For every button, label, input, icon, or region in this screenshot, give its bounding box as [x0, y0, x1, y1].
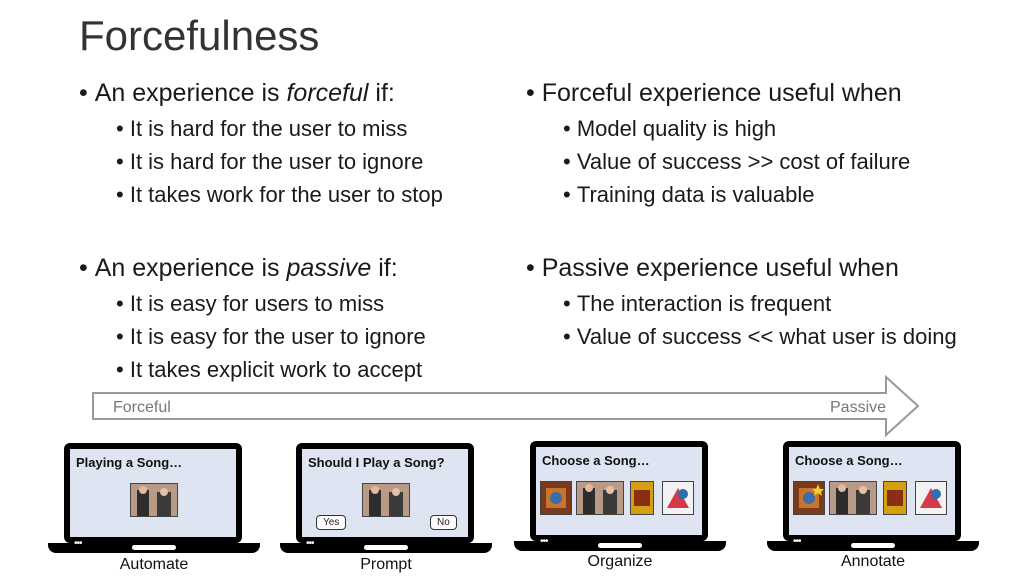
song-thumbnail-icon — [362, 483, 410, 517]
song-thumbnail-icon — [130, 483, 178, 517]
laptop-automate: Playing a Song… ••• — [48, 443, 260, 571]
sub-bullet: • Value of success >> cost of failure — [563, 149, 911, 174]
arrow-label-forceful: Forceful — [113, 399, 171, 416]
laptop-prompt: Should I Play a Song? Yes No ••• — [280, 443, 492, 571]
laptop-leds: ••• — [306, 538, 314, 549]
caption-organize: Organize — [587, 553, 653, 570]
album-art-icon — [662, 481, 694, 515]
bullet-forceful-useful: • Forceful experience useful when — [526, 79, 902, 107]
bullet-passive-useful: • Passive experience useful when — [526, 254, 899, 282]
bullet-passive-definition: • An experience is passive if: — [79, 254, 398, 282]
album-art-icon — [540, 481, 572, 515]
bullet-forceful-definition: • An experience is forceful if: — [79, 79, 395, 107]
sub-bullet: • It is easy for the user to ignore — [116, 324, 426, 349]
bullet-dot: • — [79, 79, 95, 107]
arrow-label-passive: Passive — [830, 399, 887, 416]
laptop-organize: Choose a Song… ••• — [514, 441, 726, 569]
laptop-screen: Playing a Song… — [64, 443, 242, 543]
bullet-dot: • — [79, 254, 95, 282]
caption-automate: Automate — [119, 556, 189, 573]
caption-annotate: Annotate — [840, 553, 906, 570]
screen-title: Choose a Song… — [795, 453, 903, 468]
laptop-screen: Choose a Song… — [530, 441, 708, 541]
slide-title: Forcefulness — [79, 12, 320, 59]
screen-title: Playing a Song… — [76, 455, 183, 470]
sub-bullet: • Model quality is high — [563, 116, 777, 141]
sub-bullet: • It takes explicit work to accept — [116, 357, 423, 382]
yes-button[interactable]: Yes — [316, 515, 347, 530]
song-thumbnail-icon — [576, 481, 624, 515]
album-art-icon — [630, 481, 654, 515]
sub-bullet: • It is easy for users to miss — [116, 291, 385, 316]
sub-bullet: • It takes work for the user to stop — [116, 182, 443, 207]
laptop-screen: Choose a Song… — [783, 441, 961, 541]
sub-bullet: • It is hard for the user to miss — [116, 116, 408, 141]
album-art-icon — [883, 481, 907, 515]
sub-bullet: • It is hard for the user to ignore — [116, 149, 424, 174]
sub-bullet: • Training data is valuable — [563, 182, 815, 207]
song-thumbnail-icon — [829, 481, 877, 515]
sub-bullet: • The interaction is frequent — [563, 291, 832, 316]
sub-bullet: • Value of success << what user is doing — [563, 324, 957, 349]
laptop-annotate: Choose a Song… ••• — [767, 441, 979, 569]
caption-prompt: Prompt — [360, 556, 412, 573]
album-art-icon — [793, 481, 825, 515]
laptop-leds: ••• — [540, 536, 548, 547]
laptop-leds: ••• — [793, 536, 801, 547]
screen-title: Choose a Song… — [542, 453, 650, 468]
laptop-leds: ••• — [74, 538, 82, 549]
screen-title: Should I Play a Song? — [308, 455, 445, 470]
no-button[interactable]: No — [430, 515, 457, 530]
spectrum-arrow — [92, 375, 920, 437]
album-art-icon — [915, 481, 947, 515]
laptop-screen: Should I Play a Song? Yes No — [296, 443, 474, 543]
